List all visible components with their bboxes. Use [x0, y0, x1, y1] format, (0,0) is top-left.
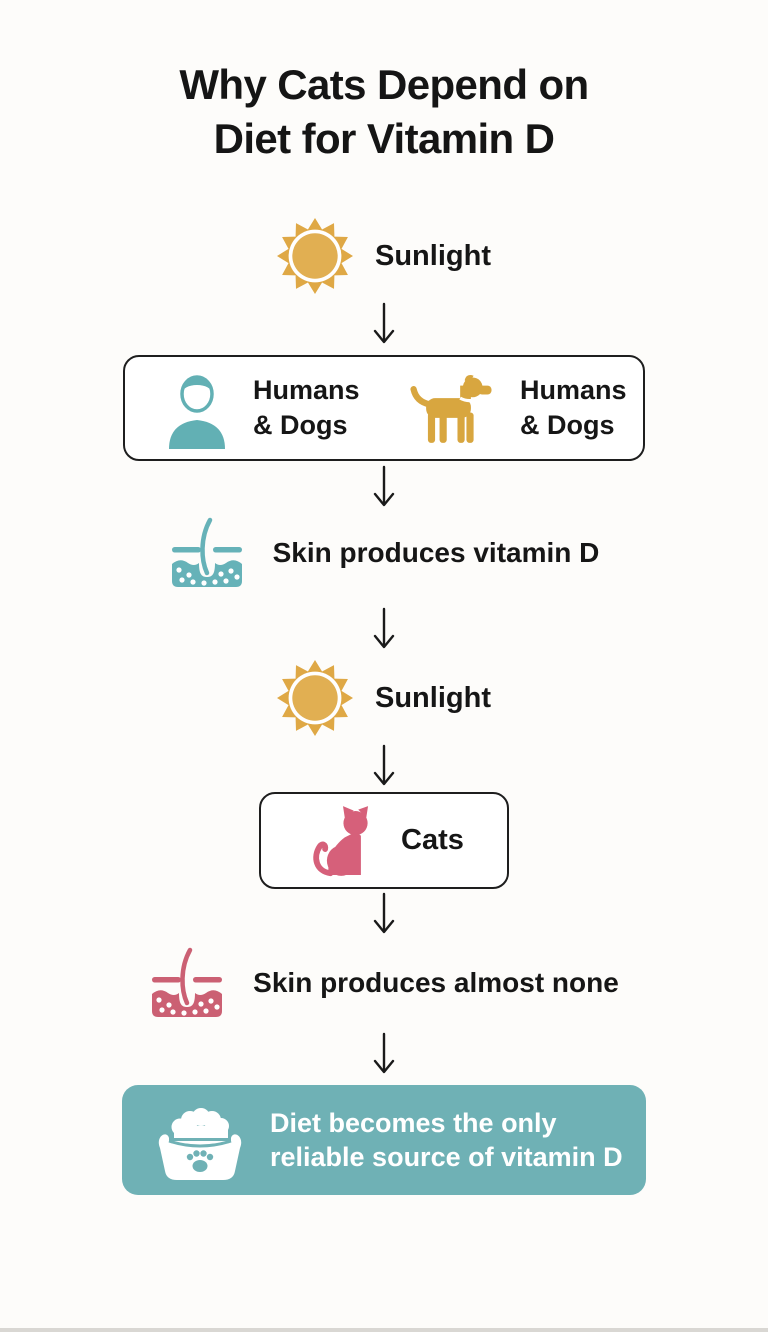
- cat-icon: [309, 803, 377, 879]
- down-arrow: [0, 744, 768, 790]
- down-arrow: [0, 465, 768, 511]
- skin-none-label: Skin produces almost none: [253, 967, 619, 998]
- diet-conclusion-label: Diet becomes the only reliable source of…: [270, 1108, 623, 1172]
- sun-icon: [277, 218, 353, 294]
- down-arrow-icon: [373, 892, 395, 934]
- dog-icon: [410, 371, 496, 445]
- down-arrow: [0, 892, 768, 938]
- humans-dogs-label-left: Humans & Dogs: [253, 375, 360, 440]
- humans-dogs-box: Humans & Dogs Humans & Dogs: [123, 355, 645, 461]
- cats-box: Cats: [259, 792, 509, 889]
- cats-label: Cats: [401, 824, 464, 856]
- skin-vitamin-row: Skin produces vitamin D: [0, 514, 768, 592]
- page-title: Why Cats Depend on Diet for Vitamin D: [179, 61, 589, 162]
- skin-follicle-icon: [169, 514, 245, 592]
- sunlight-row-mid: Sunlight: [0, 660, 768, 736]
- down-arrow: [0, 302, 768, 348]
- down-arrow: [0, 1032, 768, 1078]
- diet-conclusion-box: Diet becomes the only reliable source of…: [122, 1085, 646, 1195]
- skin-none-row: Skin produces almost none: [0, 944, 768, 1022]
- down-arrow-icon: [373, 302, 395, 344]
- humans-dogs-label-right: Humans & Dogs: [520, 375, 627, 440]
- pet-bowl-icon: [150, 1094, 250, 1186]
- sunlight-label: Sunlight: [375, 681, 491, 714]
- down-arrow-icon: [373, 744, 395, 786]
- person-icon: [165, 367, 229, 449]
- sunlight-label: Sunlight: [375, 239, 491, 272]
- sunlight-row-top: Sunlight: [0, 218, 768, 294]
- skin-follicle-icon: [149, 944, 225, 1022]
- skin-vitamin-label: Skin produces vitamin D: [272, 537, 600, 568]
- down-arrow: [0, 607, 768, 653]
- bottom-edge: [0, 1328, 768, 1332]
- down-arrow-icon: [373, 1032, 395, 1074]
- sun-icon: [277, 660, 353, 736]
- down-arrow-icon: [373, 465, 395, 507]
- down-arrow-icon: [373, 607, 395, 649]
